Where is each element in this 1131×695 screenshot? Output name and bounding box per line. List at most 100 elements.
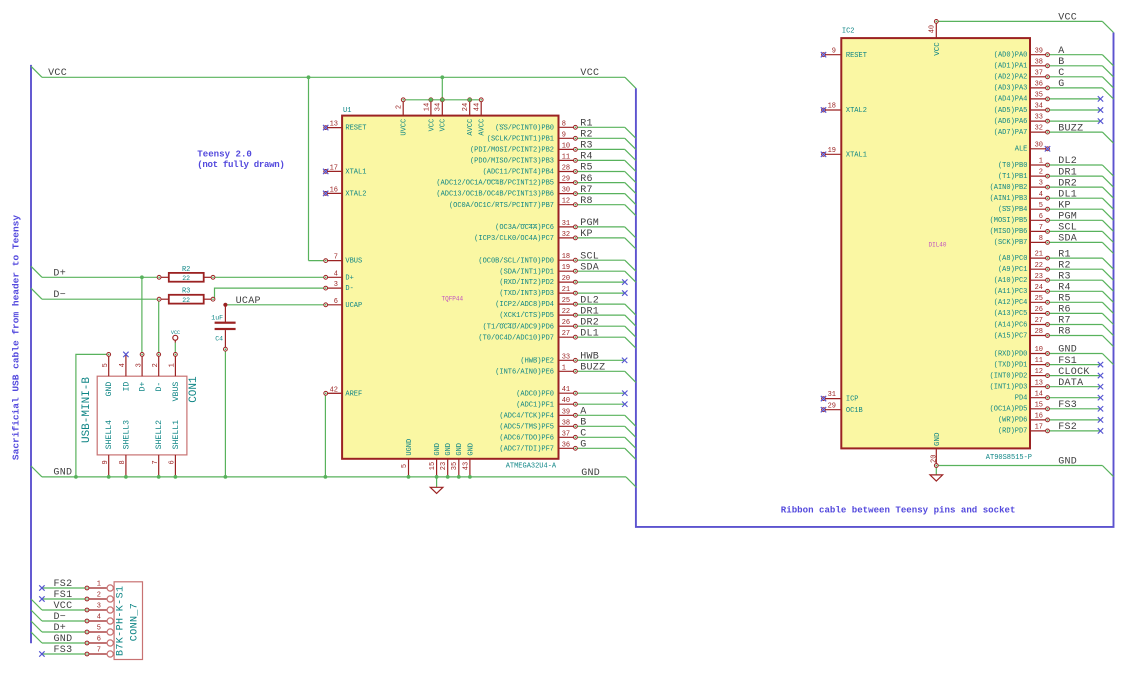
- svg-text:SHELL3: SHELL3: [122, 420, 131, 450]
- svg-text:SDA: SDA: [580, 262, 599, 273]
- svg-text:GND: GND: [445, 443, 453, 456]
- svg-text:(AD3)PA3: (AD3)PA3: [994, 85, 1028, 93]
- svg-text:(A13)PC5: (A13)PC5: [994, 310, 1028, 318]
- svg-text:R2: R2: [182, 266, 190, 274]
- svg-text:B: B: [1058, 57, 1064, 68]
- svg-text:(WR)PD6: (WR)PD6: [998, 417, 1027, 425]
- svg-text:8: 8: [119, 460, 127, 464]
- svg-text:R3: R3: [182, 288, 190, 296]
- svg-text:Ribbon cable between Teensy pi: Ribbon cable between Teensy pins and soc…: [781, 505, 1016, 516]
- svg-text:R8: R8: [1058, 327, 1071, 338]
- svg-text:(A14)PC6: (A14)PC6: [994, 321, 1028, 329]
- svg-text:16: 16: [330, 186, 338, 194]
- svg-text:VCC: VCC: [54, 601, 73, 612]
- svg-text:(A8)PC0: (A8)PC0: [998, 255, 1027, 263]
- svg-text:7: 7: [152, 460, 160, 464]
- svg-text:PD4: PD4: [1015, 395, 1028, 403]
- svg-text:D-: D-: [155, 382, 164, 392]
- svg-text:(T0/OC4D/ADC10)PD7: (T0/OC4D/ADC10)PD7: [478, 334, 554, 342]
- svg-text:20: 20: [930, 455, 938, 463]
- svg-text:16: 16: [1035, 413, 1043, 421]
- svg-text:(OC1A)PD5: (OC1A)PD5: [990, 406, 1028, 414]
- svg-text:(MOSI)PB5: (MOSI)PB5: [990, 217, 1028, 225]
- svg-text:43: 43: [462, 462, 470, 470]
- svg-text:D+: D+: [345, 274, 353, 282]
- svg-text:4: 4: [97, 614, 101, 622]
- svg-text:SHELL2: SHELL2: [155, 420, 164, 450]
- svg-text:D+: D+: [53, 268, 66, 279]
- svg-text:(XCK1/CTS)PD5: (XCK1/CTS)PD5: [499, 312, 554, 320]
- svg-text:14: 14: [423, 103, 431, 111]
- svg-text:40: 40: [562, 397, 570, 405]
- svg-text:G: G: [580, 440, 586, 451]
- svg-text:RESET: RESET: [345, 125, 366, 133]
- svg-text:(A12)PC4: (A12)PC4: [994, 299, 1028, 307]
- svg-text:FS2: FS2: [54, 579, 73, 590]
- svg-text:35: 35: [1035, 92, 1043, 100]
- svg-text:38: 38: [1035, 58, 1043, 66]
- svg-text:FS3: FS3: [54, 645, 73, 656]
- svg-text:DIL40: DIL40: [929, 242, 947, 249]
- svg-text:13: 13: [1035, 379, 1043, 387]
- svg-text:(AD4)PA4: (AD4)PA4: [994, 96, 1028, 104]
- svg-text:VCC: VCC: [934, 42, 942, 56]
- svg-text:41: 41: [562, 386, 570, 394]
- svg-text:19: 19: [828, 147, 836, 155]
- svg-text:VCC: VCC: [428, 119, 436, 132]
- svg-text:CONN_7: CONN_7: [130, 603, 141, 641]
- svg-text:6: 6: [1039, 213, 1043, 221]
- svg-text:25: 25: [1035, 295, 1043, 303]
- svg-text:5: 5: [97, 625, 101, 633]
- svg-text:17: 17: [1035, 424, 1043, 432]
- svg-text:34: 34: [1035, 103, 1043, 111]
- svg-text:R2: R2: [1058, 260, 1071, 271]
- svg-text:R6: R6: [1058, 305, 1071, 316]
- svg-text:R5: R5: [580, 163, 593, 174]
- svg-text:27: 27: [562, 330, 570, 338]
- svg-text:25: 25: [562, 297, 570, 305]
- svg-text:UCAP: UCAP: [345, 302, 362, 310]
- svg-text:(ADC12/OC1A/OC4B/PCINT12)PB5: (ADC12/OC1A/OC4B/PCINT12)PB5: [436, 180, 554, 188]
- svg-text:R4: R4: [1058, 283, 1071, 294]
- svg-text:(RXD)PD0: (RXD)PD0: [994, 350, 1028, 358]
- svg-text:32: 32: [1035, 125, 1043, 133]
- svg-text:1: 1: [562, 364, 566, 372]
- svg-text:5: 5: [401, 464, 409, 468]
- svg-text:1: 1: [97, 581, 101, 589]
- svg-text:12: 12: [562, 198, 570, 206]
- svg-text:(OC0B/SCL/INT0)PD0: (OC0B/SCL/INT0)PD0: [478, 257, 554, 265]
- svg-text:DR1: DR1: [580, 306, 599, 317]
- svg-text:C: C: [580, 429, 586, 440]
- svg-text:(T1/OC4D/ADC9)PD6: (T1/OC4D/ADC9)PD6: [483, 323, 554, 331]
- svg-text:(not fully drawn): (not fully drawn): [197, 159, 284, 170]
- svg-text:31: 31: [562, 220, 570, 228]
- svg-text:AVCC: AVCC: [479, 119, 487, 136]
- svg-text:ATMEGA32U4-A: ATMEGA32U4-A: [506, 462, 557, 470]
- svg-text:(AIN1)PB3: (AIN1)PB3: [990, 195, 1028, 203]
- svg-text:XTAL2: XTAL2: [345, 191, 366, 199]
- svg-text:(SCK)PB7: (SCK)PB7: [994, 239, 1028, 247]
- svg-text:3: 3: [135, 363, 143, 367]
- svg-text:11: 11: [1035, 357, 1043, 365]
- svg-text:Sacrificial USB cable from hea: Sacrificial USB cable from header to Tee…: [11, 215, 22, 460]
- svg-text:FS1: FS1: [54, 590, 73, 601]
- svg-text:39: 39: [1035, 47, 1043, 55]
- svg-text:R3: R3: [580, 141, 593, 152]
- svg-text:21: 21: [1035, 251, 1043, 259]
- svg-text:3: 3: [1039, 180, 1043, 188]
- svg-text:2: 2: [152, 363, 160, 367]
- svg-text:SHELL1: SHELL1: [172, 420, 181, 450]
- svg-text:(TXD)PD1: (TXD)PD1: [994, 361, 1028, 369]
- svg-text:R4: R4: [580, 152, 593, 163]
- svg-text:UGND: UGND: [406, 439, 414, 456]
- svg-text:A: A: [580, 407, 586, 418]
- svg-text:(ICP2/ADC8)PD4: (ICP2/ADC8)PD4: [495, 301, 554, 309]
- svg-text:FS1: FS1: [1058, 356, 1077, 367]
- svg-text:2: 2: [396, 105, 404, 109]
- svg-text:(ADC4/TCK)PF4: (ADC4/TCK)PF4: [499, 412, 554, 420]
- svg-text:AREF: AREF: [345, 390, 362, 398]
- svg-text:GND: GND: [53, 468, 72, 479]
- svg-text:ICP: ICP: [846, 396, 859, 404]
- svg-text:C: C: [1058, 68, 1064, 79]
- svg-text:17: 17: [330, 164, 338, 172]
